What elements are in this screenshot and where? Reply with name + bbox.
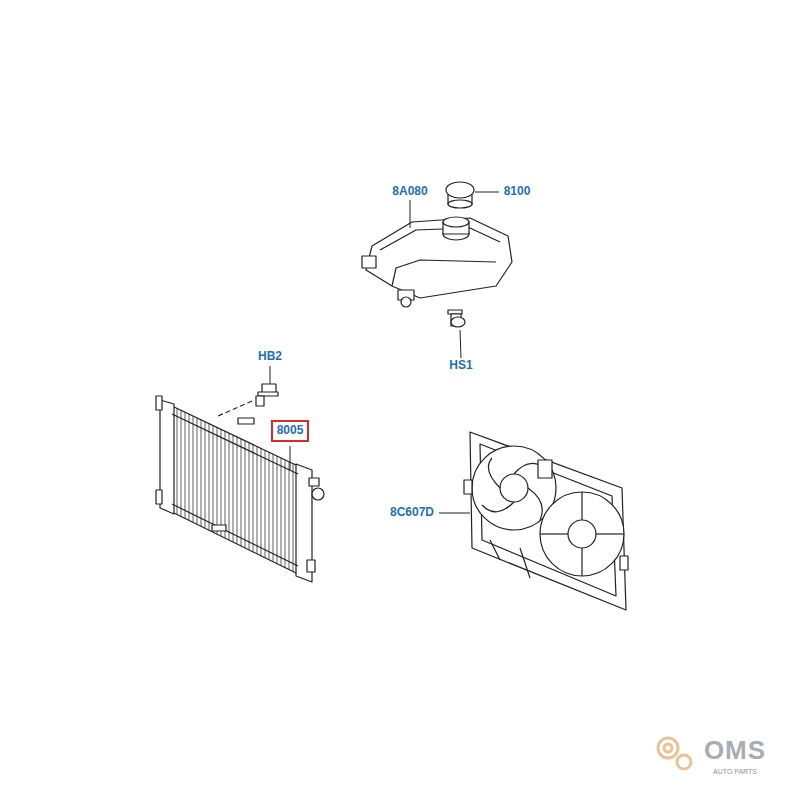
leader-lines [270, 192, 499, 513]
part-number: 8005 [277, 424, 304, 437]
bolt [448, 310, 465, 327]
part-number: 8100 [504, 185, 531, 198]
filler-cap [446, 182, 474, 208]
logo-gears [658, 738, 691, 769]
radiator [156, 396, 324, 582]
part-number: 8C607D [390, 506, 434, 519]
part-number: 8A080 [392, 185, 427, 198]
fan-shroud [464, 432, 628, 610]
watermark: OMS [704, 736, 766, 765]
expansion-tank [362, 217, 512, 307]
part-number: HS1 [449, 359, 472, 372]
highlight-box: 8005 [271, 420, 310, 441]
bolt [218, 384, 278, 416]
watermark: AUTO PARTS [713, 768, 757, 776]
part-number: HB2 [258, 350, 282, 363]
